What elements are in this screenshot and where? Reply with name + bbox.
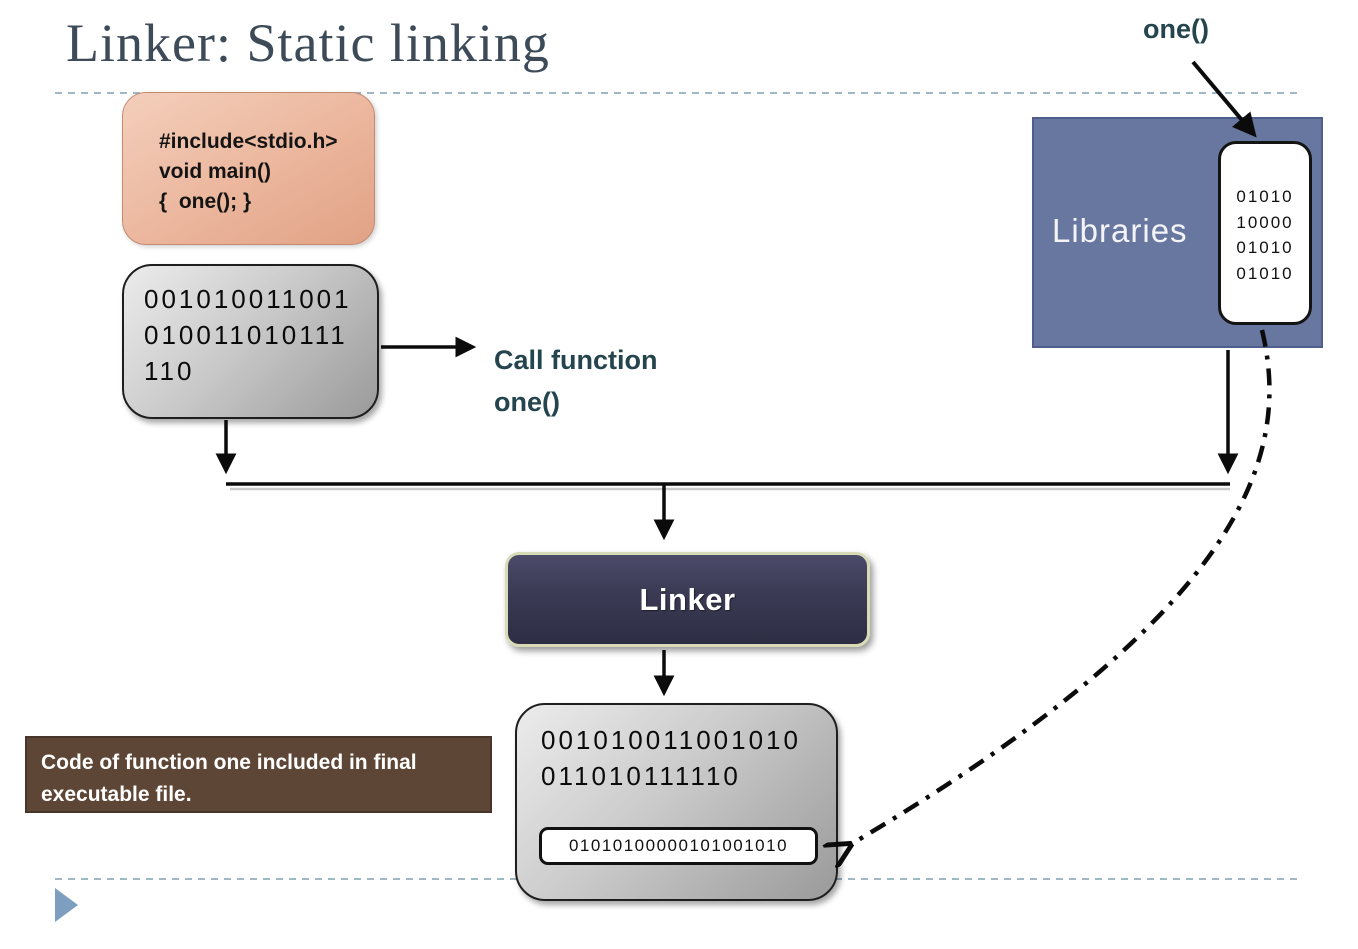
call-function-line: Call function: [494, 345, 658, 375]
linker-box: Linker: [505, 552, 870, 647]
library-function-binary-box: 01010 10000 01010 01010: [1218, 141, 1312, 325]
call-function-line: one(): [494, 386, 560, 417]
linker-label: Linker: [639, 581, 736, 617]
one-function-label: one(): [1143, 14, 1209, 44]
binary-line: 01010: [1236, 263, 1294, 283]
linked-function-binary-box: 01010100000101001010: [539, 827, 818, 865]
binary-line: 01010: [1236, 238, 1294, 257]
binary-line: 001010011001010: [541, 725, 801, 755]
binary-line: 01010: [1236, 187, 1294, 206]
slide-title: Linker: Static linking: [66, 13, 550, 73]
dashdot-curve-library-to-executable: [848, 329, 1272, 846]
source-code-line: { one(); }: [159, 189, 252, 213]
source-code-line: void main(): [159, 159, 272, 183]
executable-box: 001010011001010 011010111110 01010100000…: [515, 703, 838, 901]
binary-line: 011010111110: [541, 760, 741, 791]
footer-triangle-icon: [55, 888, 78, 922]
binary-line: 01010100000101001010: [568, 836, 789, 855]
caption-box: Code of function one included in final e…: [25, 736, 492, 813]
binary-line: 001010011001: [144, 284, 352, 314]
call-function-label: Call function one(): [494, 340, 658, 424]
binary-line: 110: [144, 355, 195, 386]
source-code-box: #include<stdio.h> void main() { one(); }: [122, 92, 375, 245]
binary-line: 010011010111: [144, 319, 348, 350]
binary-line: 10000: [1236, 212, 1294, 232]
libraries-box: Libraries 01010 10000 01010 01010: [1032, 117, 1323, 348]
libraries-label: Libraries: [1052, 212, 1188, 249]
caption-text: Code of function one included in final e…: [41, 751, 417, 806]
source-code-line: #include<stdio.h>: [159, 130, 338, 153]
object-code-box: 001010011001 010011010111 110: [122, 264, 379, 419]
